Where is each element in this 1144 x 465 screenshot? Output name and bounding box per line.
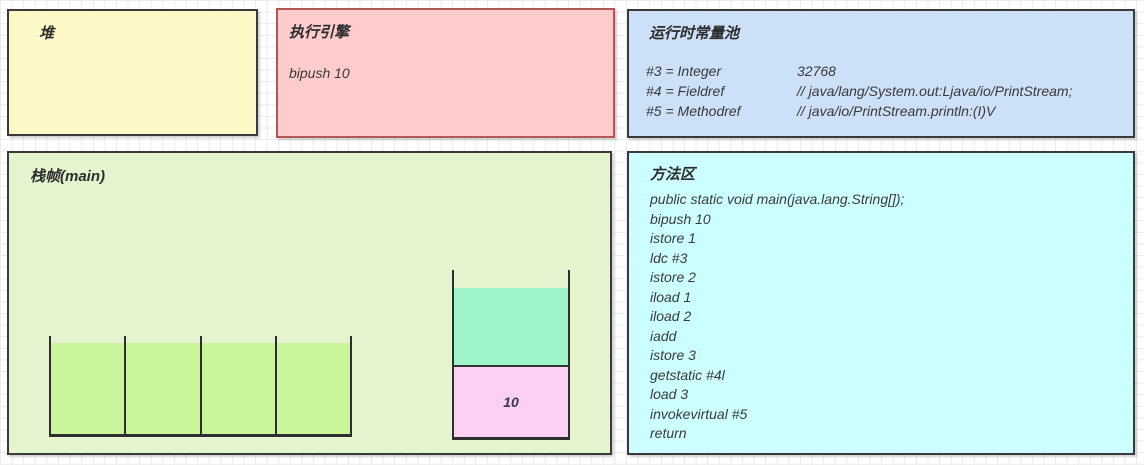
constant-pool-entry: #3 = Integer 32768 — [646, 61, 1123, 81]
bytecode-line: load 3 — [650, 386, 689, 402]
bytecode-line: ldc #3 — [650, 249, 688, 266]
execution-engine-title: 执行引擎 — [289, 24, 350, 41]
constant-pool-entry-value: // java/io/PrintStream.println:(I)V — [797, 103, 996, 119]
constant-pool-entry-name: #4 = Fieldref — [646, 83, 725, 99]
operand-stack-cell-bottom: 10 — [454, 365, 568, 437]
local-variable-slots — [51, 336, 350, 434]
constant-pool-entry: #4 = Fieldref // java/lang/System.out:Lj… — [646, 81, 1123, 101]
method-area-box[interactable]: 方法区 public static void main(java.lang.St… — [627, 151, 1135, 455]
bytecode-line: invokevirtual #5 — [650, 405, 748, 422]
stack-frame-box[interactable]: 栈帧(main) 10 — [7, 151, 612, 455]
constant-pool-entry-name: #3 = Integer — [646, 63, 722, 79]
bytecode-line: public static void main(java.lang.String… — [650, 191, 905, 207]
local-variable-slot — [201, 336, 277, 434]
bytecode-line: bipush 10 — [650, 210, 711, 227]
bytecode-line: iload 1 — [650, 288, 692, 305]
bytecode-line: istore 1 — [650, 230, 696, 246]
constant-pool-title: 运行时常量池 — [649, 25, 740, 42]
local-variable-slot — [276, 336, 350, 434]
constant-pool-entry-name: #5 = Methodref — [646, 103, 741, 119]
bytecode-line: iload 2 — [650, 308, 692, 324]
execution-engine-box[interactable]: 执行引擎 bipush 10 — [276, 8, 615, 138]
operand-stack-cell-top — [454, 288, 568, 365]
constant-pool-entries: #3 = Integer 32768 #4 = Fieldref // java… — [646, 61, 1123, 121]
local-variable-slot — [126, 336, 202, 434]
constant-pool-entry: #5 = Methodref // java/io/PrintStream.pr… — [646, 101, 1123, 121]
stack-frame-title: 栈帧(main) — [30, 168, 106, 185]
operand-stack[interactable]: 10 — [452, 270, 570, 440]
bytecode-line: getstatic #4l — [650, 366, 725, 383]
method-area-title: 方法区 — [650, 166, 696, 183]
bytecode-listing: public static void main(java.lang.String… — [650, 190, 1123, 444]
heap-box[interactable]: 堆 — [7, 9, 258, 136]
local-variable-slot — [51, 336, 127, 434]
heap-title: 堆 — [39, 25, 55, 42]
current-instruction: bipush 10 — [289, 65, 350, 81]
bytecode-line: istore 3 — [650, 347, 696, 363]
local-variable-table[interactable] — [49, 336, 352, 437]
constant-pool-entry-value: 32768 — [797, 63, 836, 79]
bytecode-line: iadd — [650, 327, 677, 344]
constant-pool-entry-value: // java/lang/System.out:Ljava/io/PrintSt… — [797, 83, 1073, 99]
bytecode-line: istore 2 — [650, 269, 696, 285]
runtime-constant-pool-box[interactable]: 运行时常量池 #3 = Integer 32768 #4 = Fieldref … — [627, 9, 1135, 138]
bytecode-line: return — [650, 425, 687, 441]
